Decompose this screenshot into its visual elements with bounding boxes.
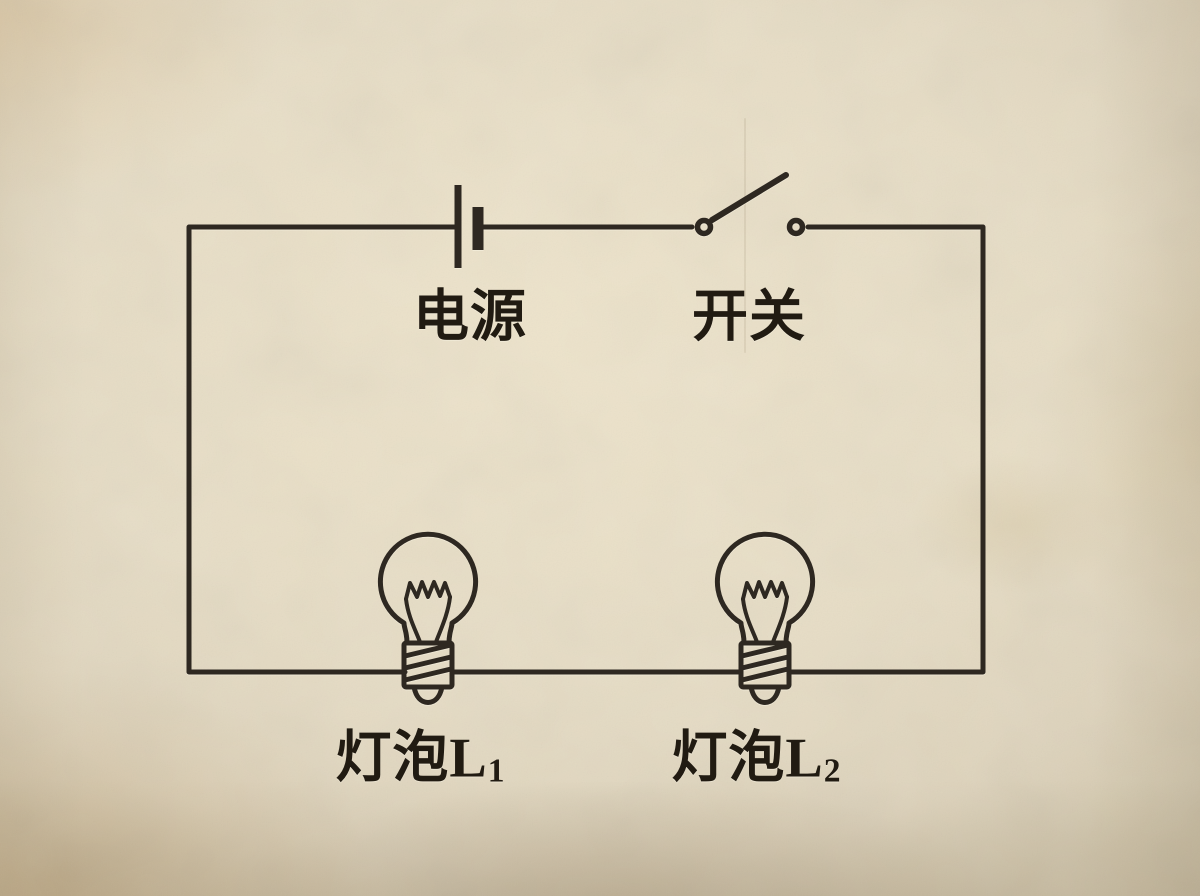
bulb1-label-text: 灯泡L (335, 727, 488, 790)
bulb2-label-subscript: 2 (823, 752, 841, 790)
open-switch-icon (694, 172, 806, 237)
circuit-wires (186, 224, 986, 675)
bulb1-label-subscript: 1 (487, 752, 505, 790)
battery-cell-icon (454, 185, 484, 268)
bulb2-label-text: 灯泡L (671, 727, 824, 790)
bulb2-label: 灯泡L2 (671, 713, 840, 794)
battery-label: 电源 (413, 286, 527, 349)
light-bulb-icon-1 (380, 534, 475, 702)
switch-label: 开关 (692, 286, 806, 349)
paper-crease (744, 118, 746, 353)
light-bulb-icon-2 (717, 534, 812, 702)
bulb1-label: 灯泡L1 (335, 713, 504, 794)
